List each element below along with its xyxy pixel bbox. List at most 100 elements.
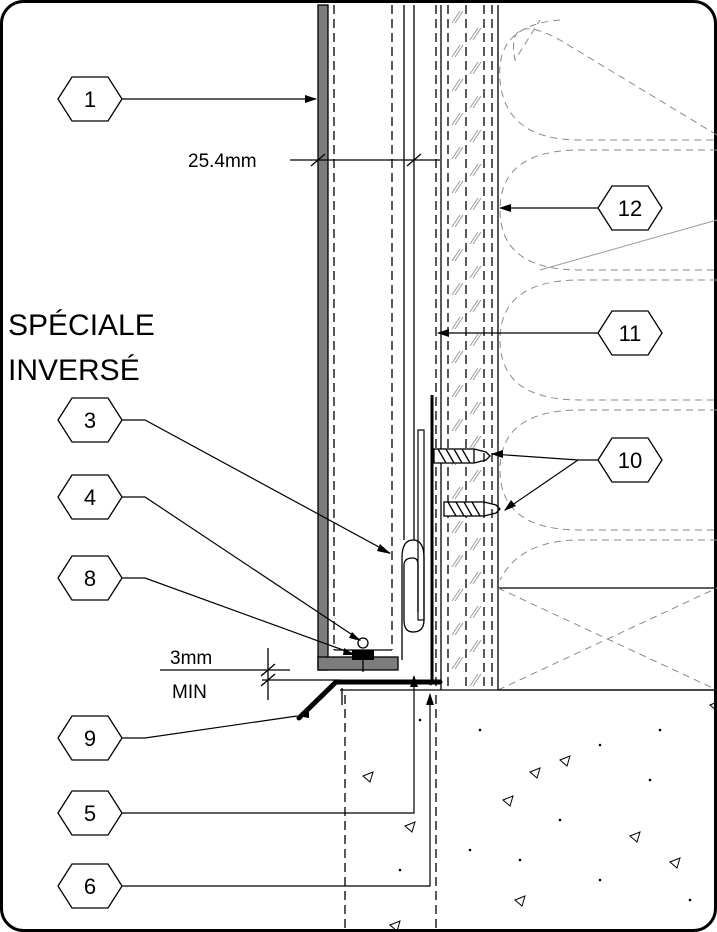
callout-1: 1	[57, 76, 123, 122]
aggregate-mark	[502, 795, 514, 807]
hatch-mark	[454, 520, 464, 534]
aggregate-dot	[648, 778, 652, 782]
hatch-mark	[469, 299, 479, 313]
hatch-mark	[451, 520, 461, 534]
hatch-mark	[469, 333, 479, 347]
callout-group: 1 3 4 8 9 5 6 12 11 10	[57, 76, 663, 909]
hatch-mark	[472, 129, 482, 143]
hatch-mark	[451, 44, 461, 58]
callout-hexagon	[57, 715, 123, 761]
hatch-mark	[451, 350, 461, 364]
dimension-width: 25.4mm	[188, 151, 440, 172]
hatch-mark	[472, 401, 482, 415]
aggregate-dot	[418, 718, 422, 722]
callout-10: 10	[597, 437, 663, 483]
leader-3	[122, 419, 391, 554]
callout-4: 4	[57, 474, 123, 520]
title-line-2: INVERSÉ	[8, 354, 140, 387]
concrete-foundation	[340, 689, 717, 932]
hatch-mark	[454, 554, 464, 568]
hatch-mark	[451, 384, 461, 398]
hatch-mark	[469, 605, 479, 619]
callout-6: 6	[57, 863, 123, 909]
hatch-mark	[451, 112, 461, 126]
hatch-mark	[451, 180, 461, 194]
hatch-mark	[472, 571, 482, 585]
hatch-mark	[451, 78, 461, 92]
insulation-batt	[499, 19, 717, 581]
hatch-mark	[469, 27, 479, 41]
arrowheads	[297, 95, 516, 718]
hatch-mark	[469, 571, 479, 585]
leader-10a	[491, 453, 598, 461]
hatch-mark	[472, 27, 482, 41]
hatch-mark	[469, 95, 479, 109]
aggregate-dot	[598, 878, 602, 882]
aggregate-mark	[362, 771, 374, 783]
hatch-mark	[472, 265, 482, 279]
hatch-mark	[451, 214, 461, 228]
hatch-mark	[454, 622, 464, 636]
aggregate-dot	[598, 743, 602, 747]
callout-number: 9	[84, 726, 96, 751]
callout-12: 12	[597, 185, 663, 231]
hatch-mark	[469, 367, 479, 381]
hatch-mark	[451, 554, 461, 568]
hatch-mark	[451, 486, 461, 500]
hatch-mark	[451, 622, 461, 636]
hatch-mark	[454, 78, 464, 92]
hatch-mark	[472, 537, 482, 551]
hatch-mark	[454, 112, 464, 126]
hatch-mark	[472, 61, 482, 75]
dimension-gap-min: MIN	[172, 682, 207, 703]
leader-lines	[122, 98, 598, 887]
hatch-mark	[451, 282, 461, 296]
aggregate-dot	[518, 858, 522, 862]
aggregate-dot	[688, 898, 692, 902]
hatch-mark	[472, 163, 482, 177]
hatch-mark	[451, 418, 461, 432]
hatch-mark	[469, 401, 479, 415]
hatch-mark	[454, 350, 464, 364]
hatch-mark	[451, 316, 461, 330]
hatch-mark	[454, 282, 464, 296]
hatch-mark	[451, 248, 461, 262]
dimension-gap: 3mm MIN	[160, 648, 340, 703]
aggregate-mark	[669, 857, 681, 869]
callout-number: 6	[84, 874, 96, 899]
hatch-mark	[469, 231, 479, 245]
leader-4	[122, 496, 361, 641]
hatch-mark	[472, 333, 482, 347]
callout-number: 5	[84, 801, 96, 826]
aggregate-mark	[629, 831, 641, 843]
aggregate-mark	[514, 895, 526, 907]
callout-hexagon	[57, 863, 123, 909]
callout-hexagon	[597, 185, 663, 231]
aggregate-dot	[468, 848, 472, 852]
callout-number: 3	[84, 408, 96, 433]
hatch-mark	[454, 214, 464, 228]
leader-5	[122, 676, 415, 814]
aggregate-mark	[709, 701, 717, 712]
hatch-mark	[454, 10, 464, 24]
title-line-1: SPÉCIALE	[8, 309, 155, 342]
dimension-gap-value: 3mm	[170, 648, 212, 669]
callout-hexagon	[57, 76, 123, 122]
hatch-mark	[469, 435, 479, 449]
callout-hexagon	[57, 474, 123, 520]
hatch-mark	[451, 656, 461, 670]
hatch-mark	[469, 537, 479, 551]
callout-hexagon	[597, 437, 663, 483]
aggregate-mark	[559, 755, 571, 767]
lower-block	[497, 587, 717, 691]
callout-number: 8	[84, 566, 96, 591]
callout-number: 11	[619, 321, 642, 346]
hatch-mark	[469, 129, 479, 143]
callout-hexagon	[597, 310, 663, 356]
hatch-mark	[454, 486, 464, 500]
hatch-mark	[472, 605, 482, 619]
callout-3: 3	[57, 397, 123, 443]
callout-number: 10	[618, 448, 642, 473]
siding-panel	[317, 4, 415, 671]
